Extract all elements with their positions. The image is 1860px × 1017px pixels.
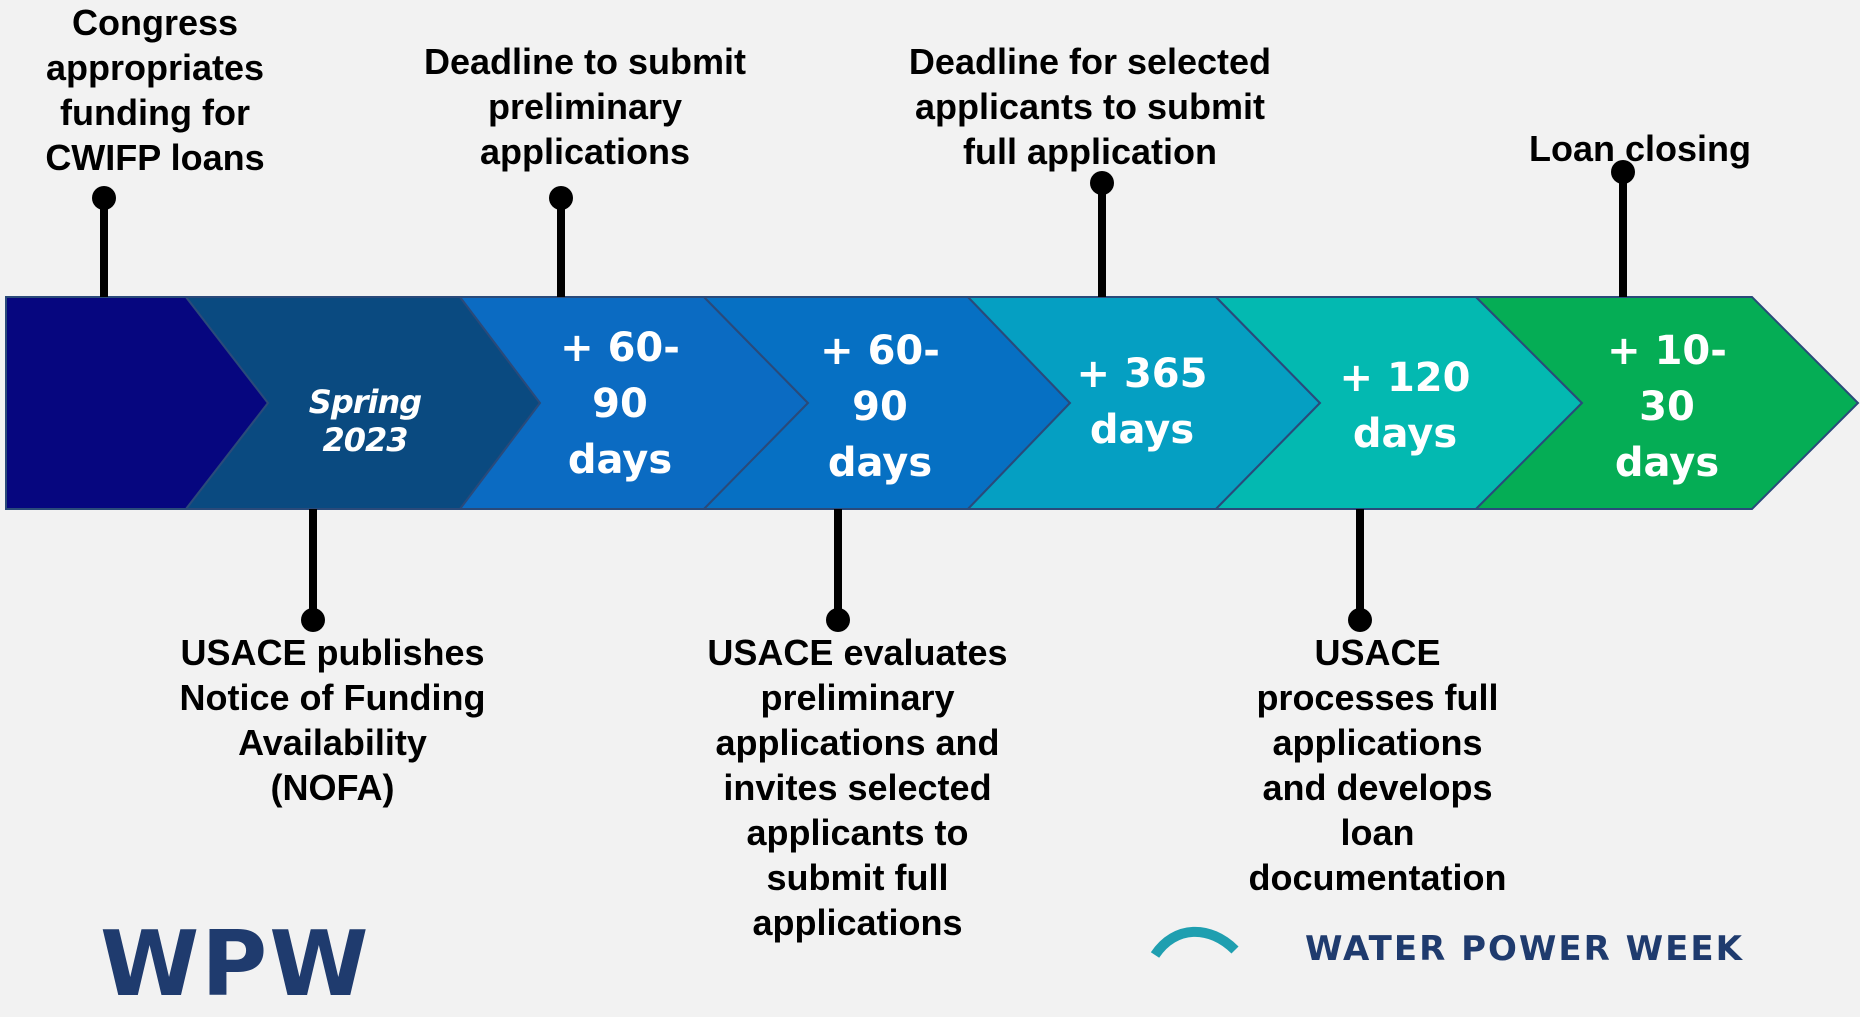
milestone-nofa-stem xyxy=(309,509,317,619)
milestone-congress-stem xyxy=(100,198,108,297)
chevron-label-step-2: + 60- 90 days xyxy=(820,328,940,486)
chevron-label-spring-2023: Spring 2023 xyxy=(308,383,422,459)
wpw-logo-text: WPW xyxy=(100,912,371,1017)
milestone-prelim-deadline-stem xyxy=(557,198,565,297)
water-power-week-wave-icon xyxy=(1150,926,1239,958)
water-power-week-logo-text: WATER POWER WEEK xyxy=(1305,929,1744,969)
chevron-label-step-3: + 365 days xyxy=(1076,351,1208,453)
milestone-processes-dot xyxy=(1348,608,1372,632)
milestone-prelim-deadline: Deadline to submit preliminary applicati… xyxy=(423,41,747,172)
chevron-label-step-5: + 10- 30 days xyxy=(1607,328,1727,486)
milestone-processes: USACE processes full applications and de… xyxy=(1248,632,1507,898)
water-power-week-logo: WATER POWER WEEK xyxy=(1305,932,1744,966)
milestone-full-deadline-stem xyxy=(1098,183,1106,297)
milestone-loan-closing: Loan closing xyxy=(1528,128,1751,169)
wpw-logo: WPW xyxy=(100,920,371,1010)
timeline-diagram: Spring 2023 + 60- 90 days + 60- 90 days … xyxy=(5,2,1860,1010)
milestone-processes-stem xyxy=(1356,509,1364,619)
milestone-evaluates: USACE evaluates preliminary applications… xyxy=(707,632,1008,943)
chevron-step-5 xyxy=(1473,296,1860,510)
milestone-full-deadline: Deadline for selected applicants to subm… xyxy=(908,41,1272,172)
milestone-congress: Congress appropriates funding for CWIFP … xyxy=(45,2,265,178)
milestone-nofa: USACE publishes Notice of Funding Availa… xyxy=(179,632,486,808)
chevron-label-step-1: + 60- 90 days xyxy=(560,325,680,483)
milestone-evaluates-dot xyxy=(826,608,850,632)
milestone-loan-closing-stem xyxy=(1619,172,1627,297)
milestone-evaluates-stem xyxy=(834,509,842,619)
chevron-label-step-4: + 120 days xyxy=(1339,355,1471,457)
chevron-band xyxy=(5,296,1860,510)
milestone-nofa-dot xyxy=(301,608,325,632)
